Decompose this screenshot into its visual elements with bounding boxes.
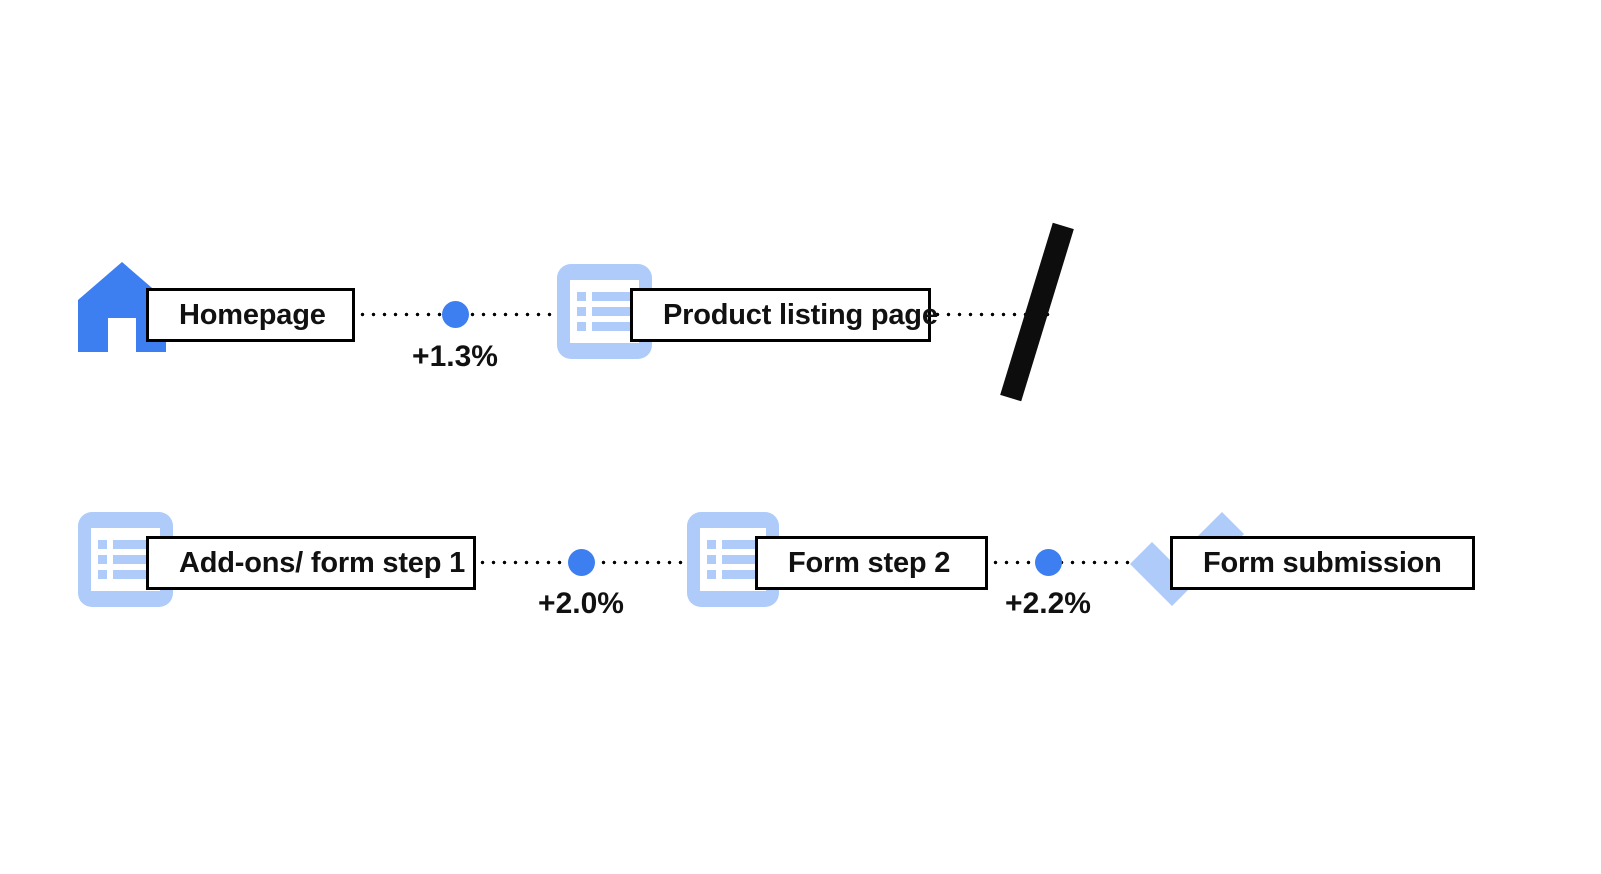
list-row [577, 321, 632, 331]
list-bar [721, 569, 760, 579]
list-bullet [98, 554, 108, 564]
connector-plp-to-break [932, 312, 1052, 317]
list-row [577, 292, 632, 302]
list-bar [592, 321, 632, 331]
list-bullet [577, 292, 587, 302]
connector-addons-to-formstep2 [477, 560, 765, 565]
list-row [706, 540, 760, 550]
list-row [577, 306, 632, 316]
node-homepage-label: Homepage [179, 298, 326, 331]
list-icon-plp-panel [570, 280, 639, 343]
list-row [706, 554, 760, 564]
node-form-step-2[interactable]: Form step 2 [755, 536, 988, 590]
list-bullet [98, 540, 108, 550]
list-row [98, 569, 153, 579]
list-bar [721, 540, 760, 550]
house-icon [78, 262, 166, 352]
list-row [706, 569, 760, 579]
list-bullet [706, 569, 716, 579]
list-bullet [706, 554, 716, 564]
list-row [98, 554, 153, 564]
connector-formstep2-to-submission [990, 560, 1175, 565]
node-form-submission[interactable]: Form submission [1170, 536, 1475, 590]
node-add-ons-form-step-1[interactable]: Add-ons/ form step 1 [146, 536, 476, 590]
metric-dot-2 [568, 549, 595, 576]
list-bullet [577, 321, 587, 331]
metric-dot-1 [442, 301, 469, 328]
node-product-listing-page[interactable]: Product listing page [630, 288, 938, 342]
list-bar [113, 569, 153, 579]
node-homepage[interactable]: Homepage [146, 288, 355, 342]
list-bar [592, 306, 632, 316]
metric-value-1: +1.3% [412, 340, 498, 373]
metric-value-3: +2.2% [1005, 587, 1091, 620]
node-form-step-2-label: Form step 2 [788, 546, 951, 579]
list-bar [721, 554, 760, 564]
connector-homepage-to-plp [357, 312, 635, 317]
node-product-listing-page-label: Product listing page [663, 298, 938, 331]
list-bar [113, 540, 153, 550]
list-bullet [706, 540, 716, 550]
node-form-submission-label: Form submission [1203, 546, 1442, 579]
list-bullet [98, 569, 108, 579]
list-bullet [577, 306, 587, 316]
list-row [98, 540, 153, 550]
list-bar [592, 292, 632, 302]
house-icon-svg [78, 262, 166, 352]
node-add-ons-form-step-1-label: Add-ons/ form step 1 [179, 546, 466, 579]
metric-value-2: +2.0% [538, 587, 624, 620]
list-bar [113, 554, 153, 564]
metric-dot-3 [1035, 549, 1062, 576]
